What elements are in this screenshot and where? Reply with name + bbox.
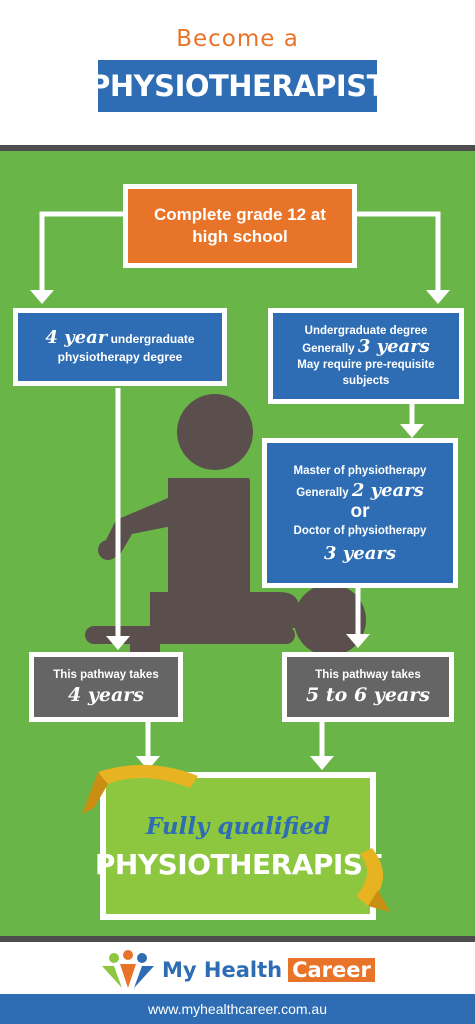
divider-top xyxy=(0,145,475,151)
left-degree-rest: undergraduate physiotherapy degree xyxy=(57,331,195,364)
arrow-down-icon xyxy=(310,756,334,770)
flow-connectors xyxy=(30,211,450,770)
right-degree-generally: Generally xyxy=(302,343,355,355)
master-years: 2 years xyxy=(351,479,424,501)
master-line3: Doctor of physiotherapy xyxy=(293,524,427,537)
arrow-down-icon xyxy=(106,636,130,650)
pathway-right-duration: 5 to 6 years xyxy=(306,684,430,706)
pathway-left-label: This pathway takes xyxy=(53,669,159,681)
step-start-text: Complete grade 12 at high school xyxy=(154,205,326,246)
footer-brand[interactable]: My Health Career xyxy=(162,955,375,985)
intro-text: Become a xyxy=(176,26,299,52)
master-line1: Master of physiotherapy xyxy=(293,464,427,477)
left-degree-years: 4 year xyxy=(45,326,108,348)
master-line2: Generally 2 years xyxy=(296,479,424,501)
final-line2: PHYSIOTHERAPIST xyxy=(94,847,382,881)
pathway-left: This pathway takes 4 years xyxy=(29,652,183,722)
footer xyxy=(0,942,475,994)
master-generally: Generally xyxy=(296,486,349,499)
right-degree-line3: May require pre-requisite subjects xyxy=(297,359,435,387)
left-degree-text: 4 year undergraduate physiotherapy degre… xyxy=(26,326,214,366)
people-logo-icon xyxy=(102,950,154,988)
brand-part1: My Health xyxy=(162,958,283,982)
arrow-down-icon xyxy=(30,290,54,304)
arrow-down-icon xyxy=(400,424,424,438)
final-line1: Fully qualified xyxy=(145,812,331,840)
ribbon-icon xyxy=(82,764,390,912)
final-qualified-box: Fully qualified PHYSIOTHERAPIST xyxy=(95,772,382,920)
arrow-down-icon xyxy=(136,756,160,770)
step-undergraduate-degree: Undergraduate degree Generally 3 years M… xyxy=(268,308,464,404)
right-degree-years: 3 years xyxy=(357,336,430,357)
right-degree-line1: Undergraduate degree xyxy=(304,325,428,337)
brand-part2: Career xyxy=(288,958,375,982)
arrow-down-icon xyxy=(346,634,370,648)
page-title: PHYSIOTHERAPIST xyxy=(89,60,386,112)
step-master-or-doctor: Master of physiotherapy Generally 2 year… xyxy=(262,438,458,588)
pathway-right: This pathway takes 5 to 6 years xyxy=(282,652,454,722)
arrow-down-icon xyxy=(426,290,450,304)
right-degree-line2: Generally 3 years xyxy=(302,336,430,357)
master-years2: 3 years xyxy=(324,542,396,564)
step-4-year-degree: 4 year undergraduate physiotherapy degre… xyxy=(13,308,227,386)
step-complete-grade-12: Complete grade 12 at high school xyxy=(123,184,357,268)
pathway-right-label: This pathway takes xyxy=(315,669,421,681)
person-at-desk-icon xyxy=(85,394,366,684)
footer-url[interactable]: www.myhealthcareer.com.au xyxy=(0,994,475,1024)
pathway-left-duration: 4 years xyxy=(68,684,144,706)
master-or: or xyxy=(350,500,370,522)
divider-bottom xyxy=(0,936,475,942)
